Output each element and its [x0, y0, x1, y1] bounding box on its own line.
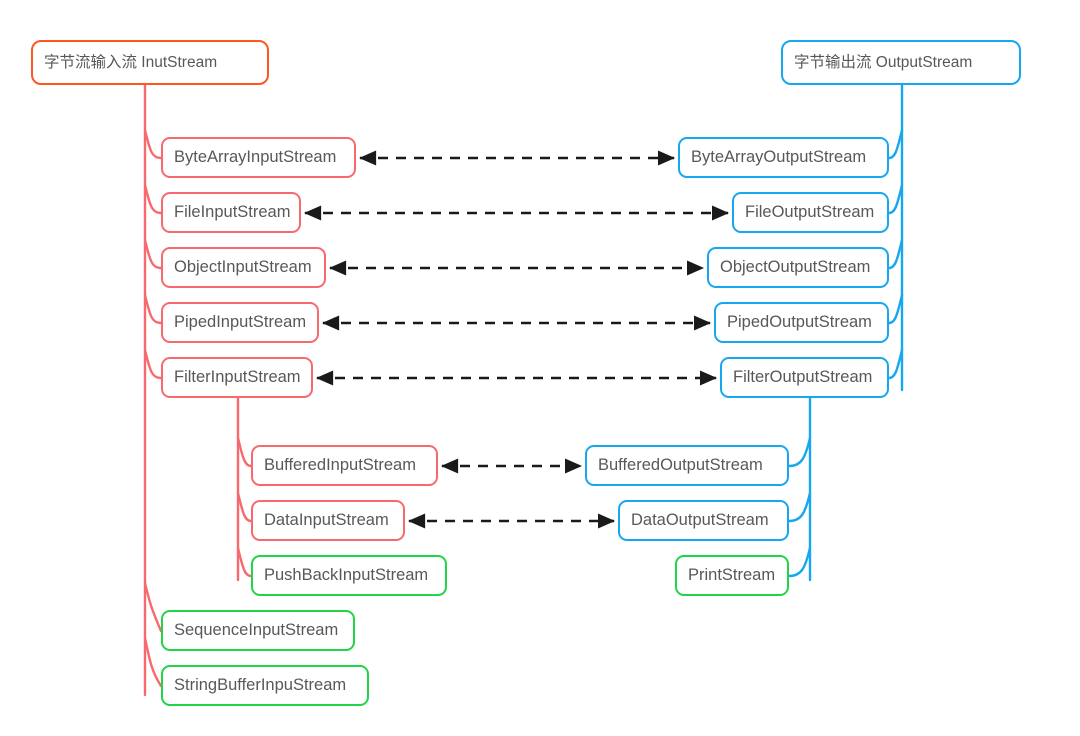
node-piped-output[interactable]: PipedOutputStream	[714, 302, 889, 343]
node-object-input[interactable]: ObjectInputStream	[161, 247, 326, 288]
node-label: SequenceInputStream	[174, 621, 339, 640]
node-filter-output[interactable]: FilterOutputStream	[720, 357, 889, 398]
node-data-output[interactable]: DataOutputStream	[618, 500, 789, 541]
node-label: PushBackInputStream	[264, 566, 429, 585]
node-label: StringBufferInpuStream	[174, 676, 347, 695]
node-bytearray-input[interactable]: ByteArrayInputStream	[161, 137, 356, 178]
node-pushback-input[interactable]: PushBackInputStream	[251, 555, 447, 596]
node-data-input[interactable]: DataInputStream	[251, 500, 405, 541]
node-label: BufferedInputStream	[264, 456, 416, 475]
node-label: ObjectOutputStream	[720, 258, 871, 277]
node-output-root[interactable]: 字节输出流 OutputStream	[781, 40, 1021, 85]
node-print-output[interactable]: PrintStream	[675, 555, 789, 596]
node-sequence-input[interactable]: SequenceInputStream	[161, 610, 355, 651]
node-label: PipedOutputStream	[727, 313, 872, 332]
node-label: FilterOutputStream	[733, 368, 873, 387]
node-label: PipedInputStream	[174, 313, 307, 332]
node-input-root[interactable]: 字节流输入流 InutStream	[31, 40, 269, 85]
node-object-output[interactable]: ObjectOutputStream	[707, 247, 889, 288]
node-label: ObjectInputStream	[174, 258, 312, 277]
filter-output-subtree-links	[787, 396, 812, 582]
input-tree-links	[143, 83, 163, 697]
node-piped-input[interactable]: PipedInputStream	[161, 302, 319, 343]
node-label: ByteArrayInputStream	[174, 148, 337, 167]
node-label: FileOutputStream	[745, 203, 875, 222]
node-label: DataInputStream	[264, 511, 389, 530]
node-file-output[interactable]: FileOutputStream	[732, 192, 889, 233]
node-label: 字节输出流 OutputStream	[794, 53, 973, 71]
node-stringbuffer-input[interactable]: StringBufferInpuStream	[161, 665, 369, 706]
node-buffered-output[interactable]: BufferedOutputStream	[585, 445, 789, 486]
node-bytearray-output[interactable]: ByteArrayOutputStream	[678, 137, 889, 178]
node-file-input[interactable]: FileInputStream	[161, 192, 301, 233]
node-label: FileInputStream	[174, 203, 291, 222]
node-label: BufferedOutputStream	[598, 456, 763, 475]
node-buffered-input[interactable]: BufferedInputStream	[251, 445, 438, 486]
node-label: FilterInputStream	[174, 368, 301, 387]
node-filter-input[interactable]: FilterInputStream	[161, 357, 313, 398]
node-label: DataOutputStream	[631, 511, 769, 530]
node-label: ByteArrayOutputStream	[691, 148, 867, 167]
output-tree-links	[887, 83, 904, 392]
node-label: 字节流输入流 InutStream	[44, 53, 218, 71]
node-label: PrintStream	[688, 566, 776, 585]
filter-input-subtree-links	[236, 396, 253, 582]
